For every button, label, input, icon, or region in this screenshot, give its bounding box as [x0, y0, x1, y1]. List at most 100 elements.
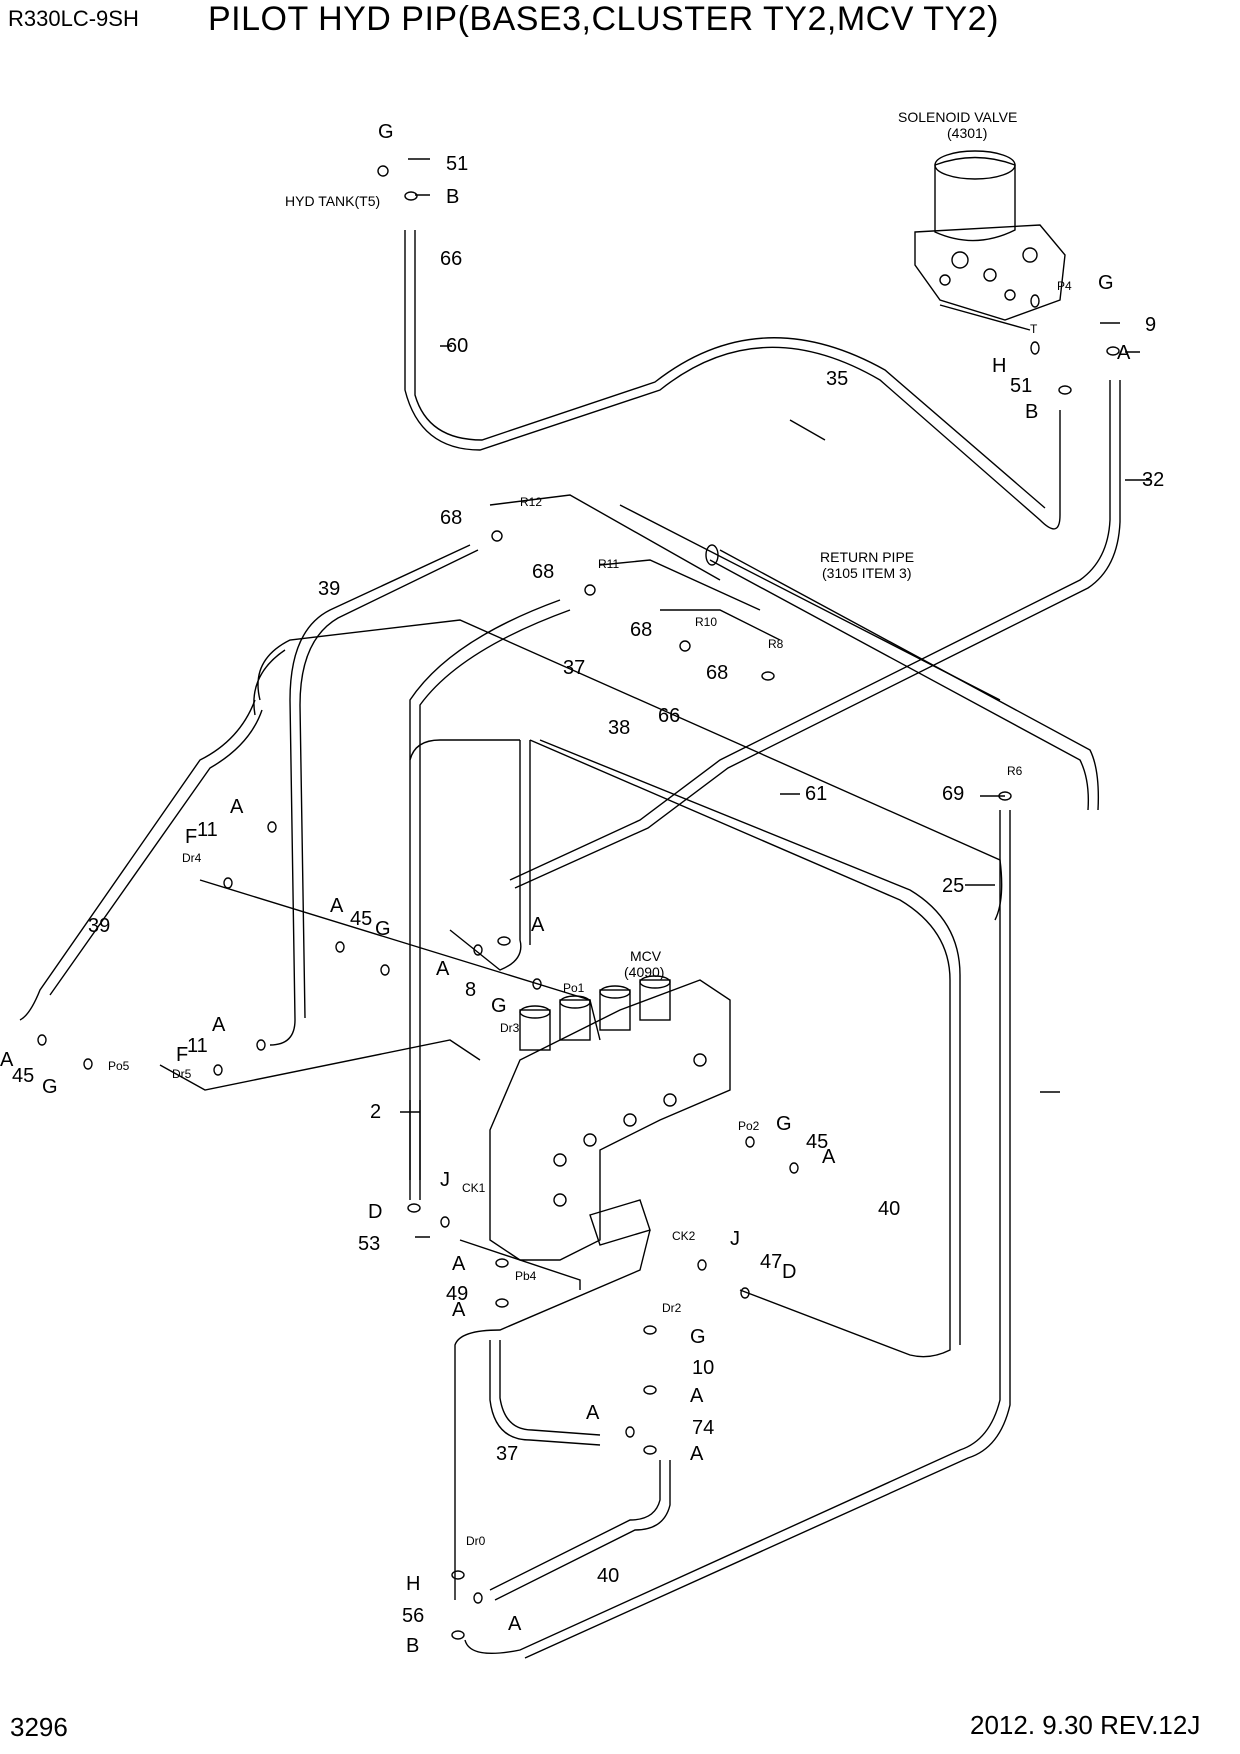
callout-8: 8	[465, 979, 476, 1001]
port-po1: Po1	[563, 981, 585, 995]
solenoid-valve-code: (4301)	[947, 125, 987, 141]
hose-25	[464, 810, 1011, 1659]
letter-a: A	[0, 1049, 14, 1071]
page-number: 3296	[10, 1712, 68, 1742]
port-r6: R6	[1007, 764, 1023, 778]
solenoid-valve-label: SOLENOID VALVE	[898, 109, 1017, 125]
callout-10: 10	[692, 1357, 714, 1379]
letter-b: B	[1025, 401, 1038, 423]
callout-39a: 39	[318, 578, 340, 600]
letter-a: A	[330, 895, 344, 917]
callout-69: 69	[942, 783, 964, 805]
letter-a: A	[586, 1402, 600, 1424]
letter-g: G	[375, 918, 391, 940]
letter-j: J	[440, 1169, 450, 1191]
callout-68d: 68	[706, 662, 728, 684]
letter-g: G	[1098, 272, 1114, 294]
port-dr0: Dr0	[466, 1534, 486, 1548]
port-po2: Po2	[738, 1119, 760, 1133]
letter-a: A	[230, 796, 244, 818]
letter-g: G	[690, 1326, 706, 1348]
letter-a: A	[822, 1146, 836, 1168]
return-pipe	[709, 549, 1100, 811]
hose-2	[409, 739, 520, 761]
callout-37b: 37	[496, 1443, 518, 1465]
letter-a: A	[452, 1299, 466, 1321]
port-po5: Po5	[108, 1059, 130, 1073]
hyd-tank-label: HYD TANK(T5)	[285, 193, 380, 209]
letter-h: H	[406, 1573, 420, 1595]
port-dr3: Dr3	[500, 1021, 520, 1035]
revision-date: 2012. 9.30 REV.12J	[970, 1710, 1201, 1740]
letter-j: J	[730, 1228, 740, 1250]
callout-40b: 40	[597, 1565, 619, 1587]
callout-38: 38	[608, 717, 630, 739]
port-r12: R12	[520, 495, 542, 509]
callout-11b: 11	[187, 1035, 208, 1057]
hose-39	[269, 544, 479, 1046]
hose-32	[509, 380, 1111, 881]
letter-a: A	[452, 1253, 466, 1275]
port-r10: R10	[695, 615, 717, 629]
letter-d: D	[368, 1201, 382, 1223]
letter-b: B	[406, 1635, 419, 1657]
hose-40-lower	[489, 1460, 671, 1601]
callout-39b: 39	[88, 915, 110, 937]
port-r11: R11	[598, 557, 619, 571]
port-r8: R8	[768, 637, 784, 651]
callout-25: 25	[942, 875, 964, 897]
letter-a: A	[1117, 342, 1131, 364]
callout-35: 35	[826, 368, 848, 390]
port-dr4: Dr4	[182, 851, 202, 865]
letter-a: A	[690, 1385, 704, 1407]
callout-2: 2	[370, 1101, 381, 1123]
letter-g: G	[491, 995, 507, 1017]
model-code: R330LC-9SH	[8, 6, 139, 31]
callout-51: 51	[446, 153, 468, 175]
callout-60: 60	[446, 335, 468, 357]
callout-66b: 66	[658, 705, 680, 727]
callout-68c: 68	[630, 619, 652, 641]
callout-47: 47	[760, 1251, 782, 1273]
page-title: PILOT HYD PIP(BASE3,CLUSTER TY2,MCV TY2)	[208, 0, 999, 38]
letter-g: G	[42, 1076, 58, 1098]
callout-32: 32	[1142, 469, 1164, 491]
port-dr5: Dr5	[172, 1067, 192, 1081]
mcv-code: (4090)	[624, 964, 664, 980]
hose-35	[404, 230, 1061, 530]
solenoid-valve-drawing	[914, 150, 1066, 321]
letter-f: F	[176, 1044, 188, 1066]
callout-53: 53	[358, 1233, 380, 1255]
mcv-drawing	[489, 975, 731, 1261]
letter-d: D	[782, 1261, 796, 1283]
callout-49: 49	[446, 1283, 468, 1305]
letter-a: A	[436, 958, 450, 980]
callout-11a: 11	[197, 819, 218, 841]
letter-g: G	[378, 121, 394, 143]
callout-37a: 37	[563, 657, 585, 679]
callout-45c: 45	[806, 1131, 828, 1153]
hose-37-lower	[489, 1340, 601, 1446]
port-p4: P4	[1057, 279, 1072, 293]
letter-f: F	[185, 826, 197, 848]
port-ck2: CK2	[672, 1229, 696, 1243]
callout-66: 66	[440, 248, 462, 270]
callout-9: 9	[1145, 314, 1156, 336]
callout-40a: 40	[878, 1198, 900, 1220]
callout-68a: 68	[440, 507, 462, 529]
letter-a: A	[508, 1613, 522, 1635]
callout-56: 56	[402, 1605, 424, 1627]
port-t: T	[1030, 322, 1038, 336]
o-rings	[37, 165, 1120, 1640]
port-pb4: Pb4	[515, 1269, 537, 1283]
port-dr2: Dr2	[662, 1301, 682, 1315]
return-pipe-code: (3105 ITEM 3)	[822, 565, 911, 581]
callout-45b: 45	[12, 1065, 34, 1087]
letter-a: A	[531, 914, 545, 936]
letter-h: H	[992, 355, 1006, 377]
port-ck1: CK1	[462, 1181, 486, 1195]
callout-61: 61	[805, 783, 827, 805]
callout-45a: 45	[350, 908, 372, 930]
mcv-label: MCV	[630, 948, 662, 964]
